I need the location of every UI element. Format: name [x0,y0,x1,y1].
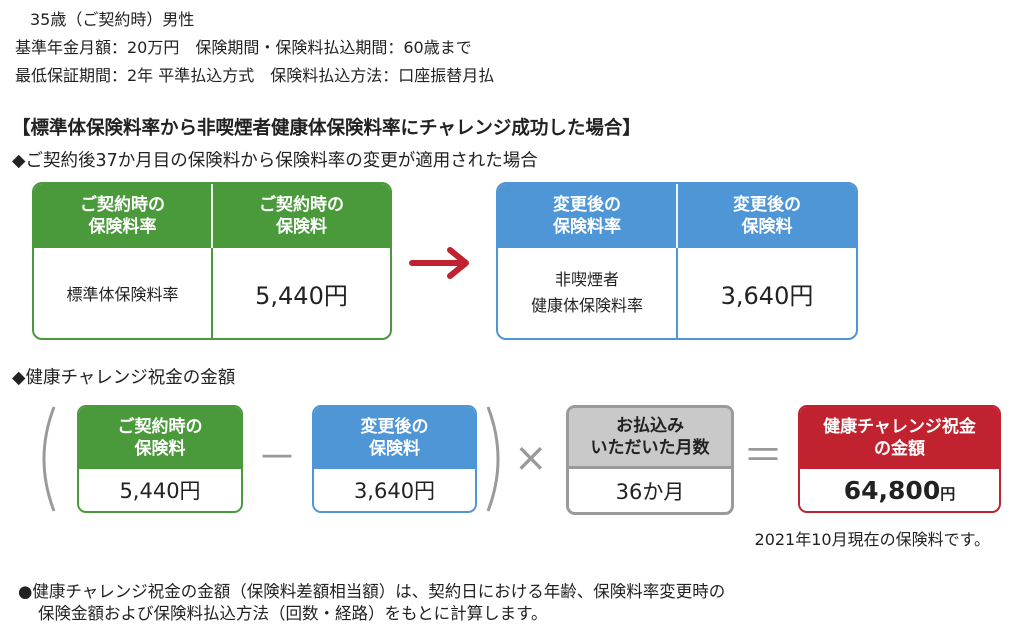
arrow-right-icon [409,247,469,279]
premium-value: 3,640円 [720,281,814,310]
formula-box-after: 変更後の 保険料 3,640円 [312,405,477,513]
box-value: 5,440円 [119,479,201,503]
footnote-line: ●健康チャレンジ祝金の金額（保険料差額相当額）は、契約日における年齢、保険料率変… [18,582,726,601]
box-label: ご契約時の 保険料 [79,407,241,469]
formula-box-months: お払込み いただいた月数 36か月 [566,405,734,515]
rate-value: 標準体保険料率 [34,248,213,338]
after-table: 変更後の 保険料率 変更後の 保険料 非喫煙者 健康体保険料率 3,640円 [496,182,858,340]
box-value: 36か月 [615,479,685,504]
section-title: ◆健康チャレンジ祝金の金額 [12,368,236,388]
times-sign: × [514,435,548,481]
footnote-line: 保険金額および保険料払込方法（回数・経路）をもとに計算します。 [38,604,548,623]
box-value: 64,800 [843,475,941,505]
heading: 【標準体保険料率から非喫煙者健康体保険料率にチャレンジ成功した場合】 [12,118,641,139]
formula-box-before: ご契約時の 保険料 5,440円 [77,405,243,513]
right-paren-icon [486,406,500,512]
equals-sign: ＝ [743,433,783,479]
header-premium: 変更後の 保険料 [733,195,801,237]
condition-line: 35歳（ご契約時）男性 [30,10,195,29]
box-label: お払込み いただいた月数 [569,408,731,469]
condition-line: 基準年金月額：20万円 保険期間・保険料払込期間：60歳まで [15,38,472,57]
box-value: 3,640円 [353,479,436,503]
minus-sign: － [257,435,297,481]
unit: 円 [940,484,956,503]
left-paren-icon [42,406,56,512]
note: 2021年10月現在の保険料です。 [754,530,990,549]
header-premium: ご契約時の 保険料 [259,195,344,237]
box-label: 健康チャレンジ祝金 の金額 [800,407,999,469]
condition-line: 最低保証期間：2年 平準払込方式 保険料払込方法：口座振替月払 [15,66,495,85]
box-label: 変更後の 保険料 [314,407,475,469]
rate-value: 非喫煙者 健康体保険料率 [498,248,678,338]
before-table: ご契約時の 保険料率 ご契約時の 保険料 標準体保険料率 5,440円 [32,182,392,340]
section-title: ◆ご契約後37か月目の保険料から保険料率の変更が適用された場合 [12,151,538,171]
premium-value: 5,440円 [255,281,348,310]
header-rate: ご契約時の 保険料率 [34,184,213,248]
header-rate: 変更後の 保険料率 [498,184,678,248]
